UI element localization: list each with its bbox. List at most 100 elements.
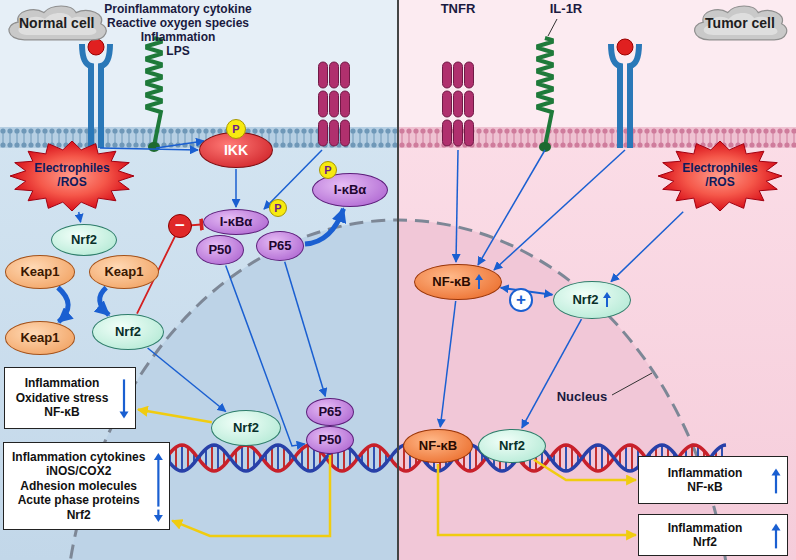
lipid-tail [178, 133, 179, 143]
nucleus-right [398, 220, 733, 560]
lipid-tail [626, 133, 627, 143]
annotation-label: IL-1R [550, 2, 583, 17]
nfkb-subunit-oval: P65 [256, 231, 304, 261]
connector [58, 288, 68, 322]
lipid-head [161, 128, 166, 133]
dna-rung [241, 446, 243, 470]
annotation-label: LPS [166, 45, 189, 59]
lipid-tail [59, 133, 60, 143]
lipid-head [42, 128, 47, 133]
tnfr-segment [330, 120, 339, 146]
il1r-receptor [538, 38, 552, 146]
lipid-head [490, 128, 495, 133]
phospho-circle: P [226, 119, 246, 139]
up-arrow-line [606, 297, 608, 307]
lipid-tail [45, 133, 46, 143]
lipid-tail [535, 133, 536, 143]
tnfr-segment [465, 120, 474, 146]
lipid-head [749, 128, 754, 133]
lipid-head [203, 128, 208, 133]
connector [285, 262, 326, 397]
node-text-block: I-κBα [220, 215, 253, 230]
lipid-head [385, 128, 390, 133]
node-text-block: − [175, 216, 185, 236]
annotation-label: TNFR [441, 2, 476, 17]
lipid-head [105, 142, 110, 147]
lipid-tail [717, 133, 718, 143]
lipid-head [665, 128, 670, 133]
lipid-head [56, 128, 61, 133]
node-text: NF-κB [44, 405, 79, 419]
node-text: Oxidative stress [16, 391, 109, 405]
lipid-head [357, 142, 362, 147]
tnfr-segment [465, 62, 474, 88]
lipid-head [28, 128, 33, 133]
lipid-tail [570, 133, 571, 143]
lipid-head [679, 128, 684, 133]
node-text: Inflammation [668, 466, 743, 480]
connector [438, 464, 636, 535]
signal-line [494, 150, 625, 270]
dna-rung [247, 445, 249, 471]
lipid-head [595, 128, 600, 133]
dna-rung [187, 447, 189, 469]
lipid-head [413, 128, 418, 133]
connector [138, 410, 212, 423]
phospho-circle: P [269, 199, 287, 217]
lipid-head [427, 128, 432, 133]
node-text: NF-κB [432, 275, 470, 290]
node-text-block: Inflammation cytokinesiNOS/COX2Adhesion … [12, 450, 145, 522]
lipid-tail [38, 133, 39, 143]
lipid-tail [563, 133, 564, 143]
trend-arrow-head [772, 524, 781, 531]
lipid-head [308, 142, 313, 147]
lipid-tail [374, 133, 375, 143]
stimulus-burst: Electrophiles /ROS [10, 141, 134, 211]
lipid-tail [423, 133, 424, 143]
lipid-head [525, 142, 530, 147]
lipid-head [0, 142, 5, 147]
outcome-box: Inflammation cytokinesiNOS/COX2Adhesion … [3, 442, 170, 530]
lipid-tail [479, 133, 480, 143]
node-text: P65 [268, 239, 291, 254]
lipid-head [539, 128, 544, 133]
lipid-head [35, 128, 40, 133]
lipid-head [147, 128, 152, 133]
lipid-head [756, 128, 761, 133]
lipid-head [770, 142, 775, 147]
tnfr-segment [443, 91, 452, 117]
nfkb-subunit-oval: P50 [196, 235, 244, 265]
nrf2-oval: Nrf2 [92, 314, 164, 350]
cloud-highlight [19, 13, 97, 35]
up-arrow-head [603, 292, 611, 298]
node-text-block: Keap1 [104, 265, 143, 280]
lipid-head [301, 142, 306, 147]
node-text-block: NF-κB [419, 439, 457, 454]
lipid-head [21, 142, 26, 147]
lipid-head [7, 128, 12, 133]
connector [100, 288, 109, 315]
node-text-block: Keap1 [20, 331, 59, 346]
lipid-tail [276, 133, 277, 143]
lipid-tail [668, 133, 669, 143]
nrf2-oval: Nrf2 [553, 281, 631, 319]
node-text-block: Keap1 [20, 265, 59, 280]
lipid-tail [395, 133, 396, 143]
nrf2-oval: Nrf2 [51, 224, 117, 256]
lipid-tail [3, 133, 4, 143]
tnfr-segment [454, 91, 463, 117]
node-text: P [274, 202, 281, 215]
node-text: Normal cell [19, 15, 94, 31]
lipid-tail [122, 133, 123, 143]
lipid-head [581, 128, 586, 133]
lipid-head [476, 128, 481, 133]
node-text: − [175, 216, 185, 236]
lipid-head [693, 128, 698, 133]
lipid-head [574, 128, 579, 133]
node-text: I-κBα [220, 215, 253, 230]
lipid-head [77, 128, 82, 133]
lipid-head [63, 128, 68, 133]
tnfr-segment [319, 91, 328, 117]
lipid-head [588, 142, 593, 147]
signal-line [478, 150, 545, 265]
